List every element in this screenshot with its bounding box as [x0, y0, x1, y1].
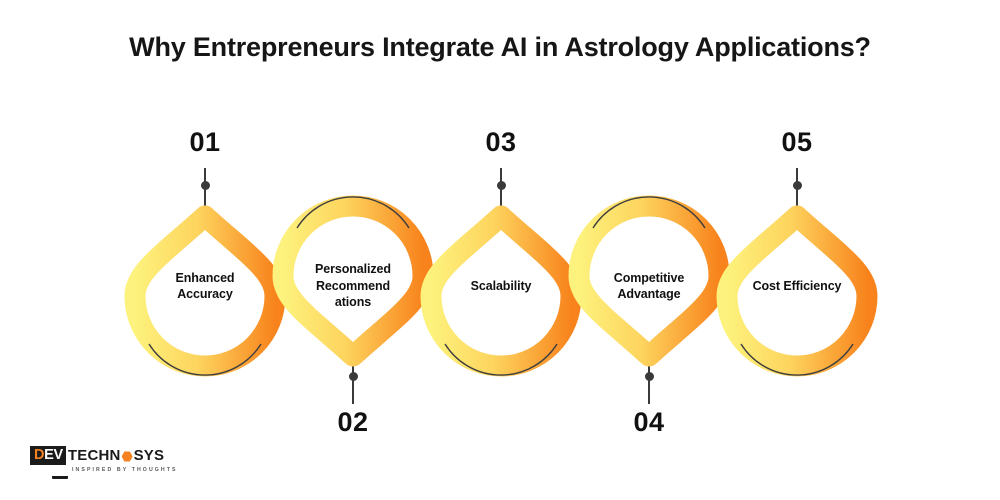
node-number-1: 01 [189, 127, 221, 157]
connector-dot-2 [348, 372, 358, 381]
node-number-3: 03 [485, 127, 517, 157]
logo-sys-text: SYS [133, 447, 165, 464]
teardrop-ring-1 [124, 205, 286, 377]
teardrop-ring-4 [568, 195, 730, 367]
teardrop-ring-5 [716, 205, 878, 377]
node-label-2: Personalized Recommend ations [315, 262, 391, 310]
logo-dev-accent-letter: D [34, 447, 45, 464]
infographic-node-3[interactable]: 03 Scalability [416, 110, 586, 460]
connector-stem-5 [796, 168, 798, 212]
node-number-2: 02 [337, 407, 369, 437]
node-label-5: Cost Efficiency [752, 278, 842, 293]
logo-technosys-text: TECHN SYS [66, 446, 164, 465]
logo-tagline: INSPIRED BY THOUGHTS [72, 467, 178, 473]
teardrop-ring-2 [272, 195, 434, 367]
node-number-4: 04 [633, 407, 665, 437]
hexagon-gear-icon [121, 451, 133, 462]
connector-stem-4 [648, 360, 650, 404]
connector-dot-5 [792, 181, 802, 190]
node-number-5: 05 [781, 127, 813, 157]
infographic-row: 01 Enhanced Accuracy 02 [0, 110, 1000, 460]
teardrop-ring-3 [420, 205, 582, 377]
node-label-1: Enhanced Accuracy [175, 270, 235, 302]
logo-techn-text: TECHN [67, 447, 121, 464]
connector-stem-3 [500, 168, 502, 212]
connector-dot-3 [496, 181, 506, 190]
infographic-node-5[interactable]: 05 Cost Efficiency [712, 110, 882, 460]
infographic-node-2[interactable]: 02 Personalized Recommend ations [268, 110, 438, 460]
connector-dot-4 [644, 372, 654, 381]
node-label-3: Scalability [470, 278, 532, 293]
logo-monitor-stand [52, 476, 68, 479]
connector-stem-2 [352, 360, 354, 404]
node-label-4: Competitive Advantage [613, 270, 685, 302]
connector-stem-1 [204, 168, 206, 212]
logo-dev-rest: EV [44, 447, 63, 464]
infographic-node-1[interactable]: 01 Enhanced Accuracy [120, 110, 290, 460]
page-title: Why Entrepreneurs Integrate AI in Astrol… [129, 32, 871, 62]
connector-dot-1 [200, 181, 210, 190]
infographic-node-4[interactable]: 04 Competitive Advantage [564, 110, 734, 460]
